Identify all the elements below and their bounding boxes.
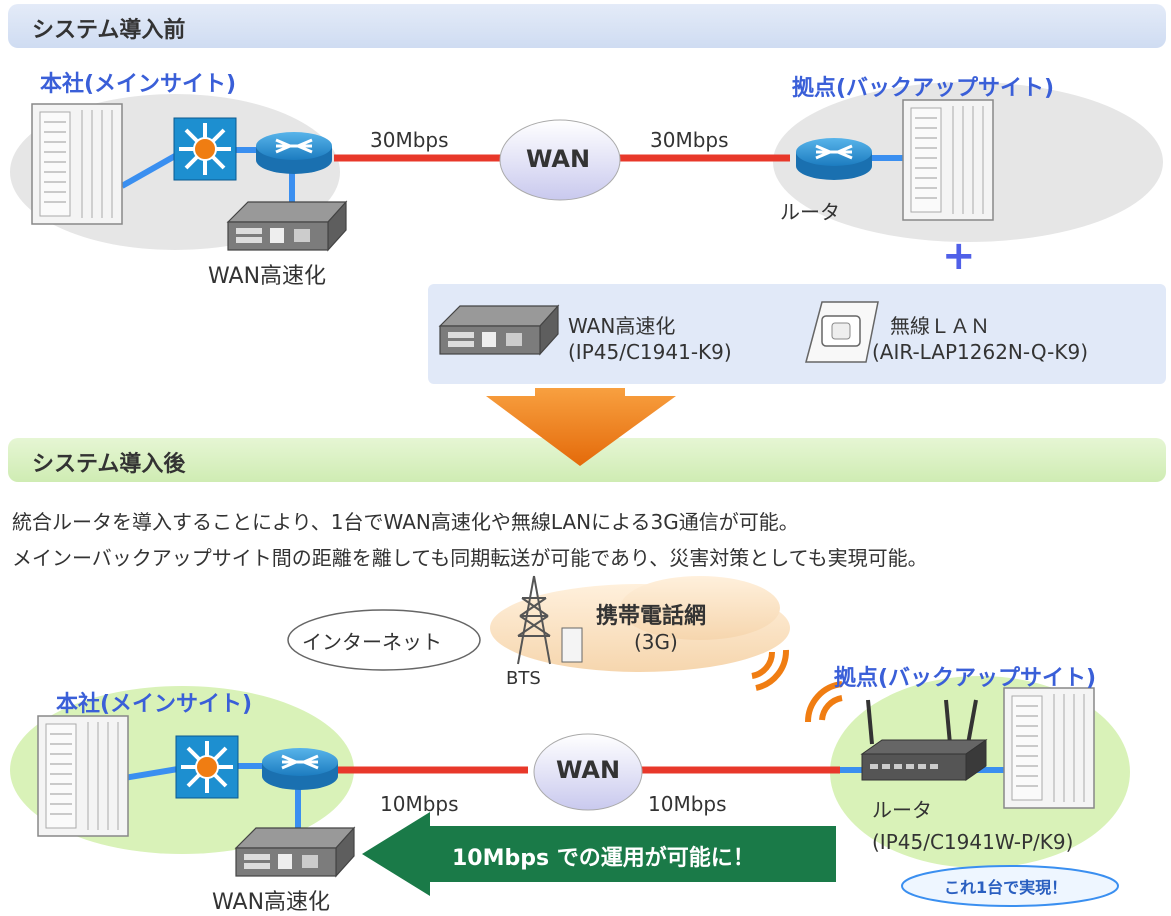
integrated-router-icon bbox=[860, 699, 988, 781]
speed-right: 10Mbps bbox=[648, 792, 727, 816]
green-left-arrow bbox=[362, 812, 836, 896]
branch-server-icon bbox=[1003, 687, 1095, 809]
mobile-network-cloud bbox=[620, 576, 780, 640]
radio-waves-icon bbox=[751, 649, 790, 691]
wan-accelerator-icon bbox=[235, 827, 355, 877]
wan-accelerator-icon bbox=[439, 305, 559, 355]
after-section-bar: システム導入後 bbox=[8, 438, 1166, 482]
branch-label: 拠点(バックアップサイト) bbox=[834, 666, 1097, 691]
branch-label: 拠点(バックアップサイト) bbox=[792, 76, 1055, 101]
router-label: ルータ bbox=[780, 200, 840, 224]
after-section-title: システム導入後 bbox=[32, 452, 186, 477]
router-label: ルータ bbox=[872, 798, 932, 822]
switch-icon bbox=[174, 734, 240, 800]
hq-label: 本社(メインサイト) bbox=[40, 72, 237, 97]
before-section-title: システム導入前 bbox=[32, 18, 186, 43]
description-line-1: 統合ルータを導入することにより、1台でWAN高速化や無線LANによる3G通信が可… bbox=[12, 510, 799, 534]
added-accel-name: WAN高速化 bbox=[568, 314, 676, 338]
callout-text: これ1台で実現！ bbox=[944, 878, 1068, 897]
added-equipment-panel bbox=[428, 284, 1166, 384]
hq-server-icon bbox=[37, 715, 129, 837]
plus-icon: + bbox=[942, 233, 976, 279]
callout-bubble bbox=[901, 865, 1119, 907]
router-icon bbox=[794, 136, 874, 182]
description-line-2: メインーバックアップサイト間の距離を離しても同期転送が可能であり、災害対策として… bbox=[12, 546, 928, 570]
wireless-ap-icon bbox=[805, 301, 879, 363]
lan-link bbox=[120, 149, 184, 189]
router-icon bbox=[254, 130, 334, 176]
arrow-text: 10Mbps での運用が可能に！ bbox=[452, 846, 755, 871]
speed-left: 30Mbps bbox=[370, 128, 449, 152]
bts-tower-icon bbox=[517, 575, 551, 665]
router-model: (IP45/C1941W-P/K9) bbox=[872, 830, 1074, 854]
switch-icon bbox=[172, 116, 238, 182]
wan-accel-label: WAN高速化 bbox=[212, 890, 331, 915]
bts-unit-icon bbox=[561, 627, 583, 663]
transition-arrow bbox=[486, 388, 676, 466]
mobile-network-label: 携帯電話網 bbox=[596, 604, 707, 629]
internet-cloud bbox=[287, 609, 481, 671]
mobile-network-sub: (3G) bbox=[634, 630, 678, 654]
wan-label: WAN bbox=[556, 756, 621, 784]
speed-right: 30Mbps bbox=[650, 128, 729, 152]
wan-accel-label: WAN高速化 bbox=[208, 264, 327, 289]
wan-label: WAN bbox=[526, 145, 591, 173]
speed-left: 10Mbps bbox=[380, 792, 459, 816]
radio-waves-icon bbox=[804, 681, 843, 723]
internet-label: インターネット bbox=[302, 630, 442, 654]
router-icon bbox=[260, 746, 340, 792]
wan-cloud bbox=[499, 119, 621, 201]
added-accel-model: (IP45/C1941-K9) bbox=[568, 340, 732, 364]
added-wlan-name: 無線ＬＡＮ bbox=[890, 314, 990, 338]
bts-label: BTS bbox=[506, 668, 541, 689]
before-section-bar: システム導入前 bbox=[8, 4, 1166, 48]
hq-label: 本社(メインサイト) bbox=[56, 692, 253, 717]
lan-link bbox=[123, 765, 185, 781]
added-wlan-model: (AIR-LAP1262N-Q-K9) bbox=[872, 340, 1088, 364]
wan-cloud bbox=[533, 733, 643, 811]
branch-server-icon bbox=[902, 99, 994, 221]
wan-accelerator-icon bbox=[227, 201, 347, 251]
hq-server-icon bbox=[31, 103, 123, 225]
